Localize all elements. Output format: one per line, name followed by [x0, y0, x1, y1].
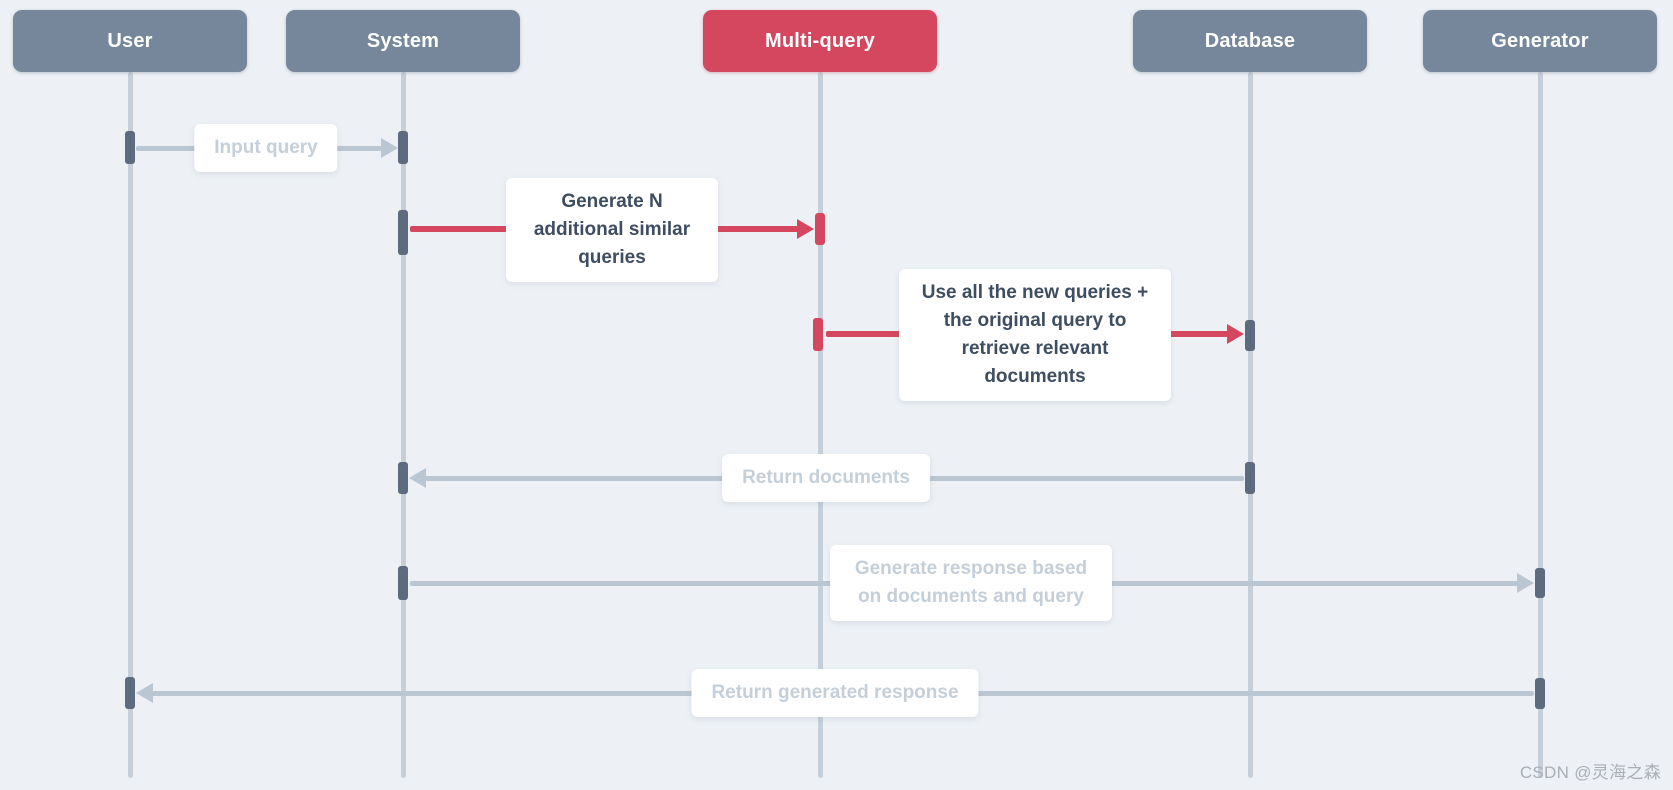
actor-header-user: User: [13, 10, 247, 72]
arrowhead-right-icon: [797, 219, 814, 239]
lifeline-database: [1248, 72, 1253, 778]
lifeline-system: [401, 72, 406, 778]
activation-bar-multiquery-m3: [813, 318, 823, 351]
activation-bar-generator-m6: [1535, 678, 1545, 709]
actor-label: Generator: [1491, 29, 1589, 52]
actor-label: User: [107, 29, 153, 52]
activation-bar-generator-m5: [1535, 568, 1545, 598]
activation-bar-system-m5: [398, 566, 408, 600]
activation-bar-database-m3: [1245, 320, 1255, 351]
activation-bar-multiquery-m2: [815, 213, 825, 245]
actor-label: Database: [1204, 29, 1296, 52]
arrowhead-right-icon: [1227, 324, 1244, 344]
lifeline-generator: [1538, 72, 1543, 778]
arrowhead-left-icon: [136, 683, 153, 703]
activation-bar-system-m4: [398, 462, 408, 494]
activation-bar-database-m4: [1245, 462, 1255, 494]
actor-label: Multi-query: [765, 29, 875, 52]
actor-header-database: Database: [1133, 10, 1367, 72]
message-label-3: Use all the new queries + the original q…: [899, 269, 1171, 401]
arrowhead-right-icon: [1517, 573, 1534, 593]
actor-header-generator: Generator: [1423, 10, 1657, 72]
message-label-5: Generate response based on documents and…: [830, 545, 1112, 621]
arrowhead-right-icon: [381, 138, 398, 158]
actor-header-system: System: [286, 10, 520, 72]
activation-bar-user-m6: [125, 677, 135, 709]
arrowhead-left-icon: [409, 468, 426, 488]
activation-bar-user-m1: [125, 131, 135, 164]
activation-bar-system-m2: [398, 210, 408, 255]
message-label-6: Return generated response: [691, 669, 979, 717]
actor-header-multi-query: Multi-query: [703, 10, 937, 72]
watermark: CSDN @灵海之森: [1519, 763, 1661, 782]
activation-bar-system-m1: [398, 131, 408, 164]
message-label-1: Input query: [194, 124, 338, 172]
actor-label: System: [366, 29, 440, 52]
message-label-4: Return documents: [722, 454, 930, 502]
lifeline-multi-query: [818, 72, 823, 778]
lifeline-user: [128, 72, 133, 778]
message-label-2: Generate N additional similar queries: [506, 178, 718, 282]
